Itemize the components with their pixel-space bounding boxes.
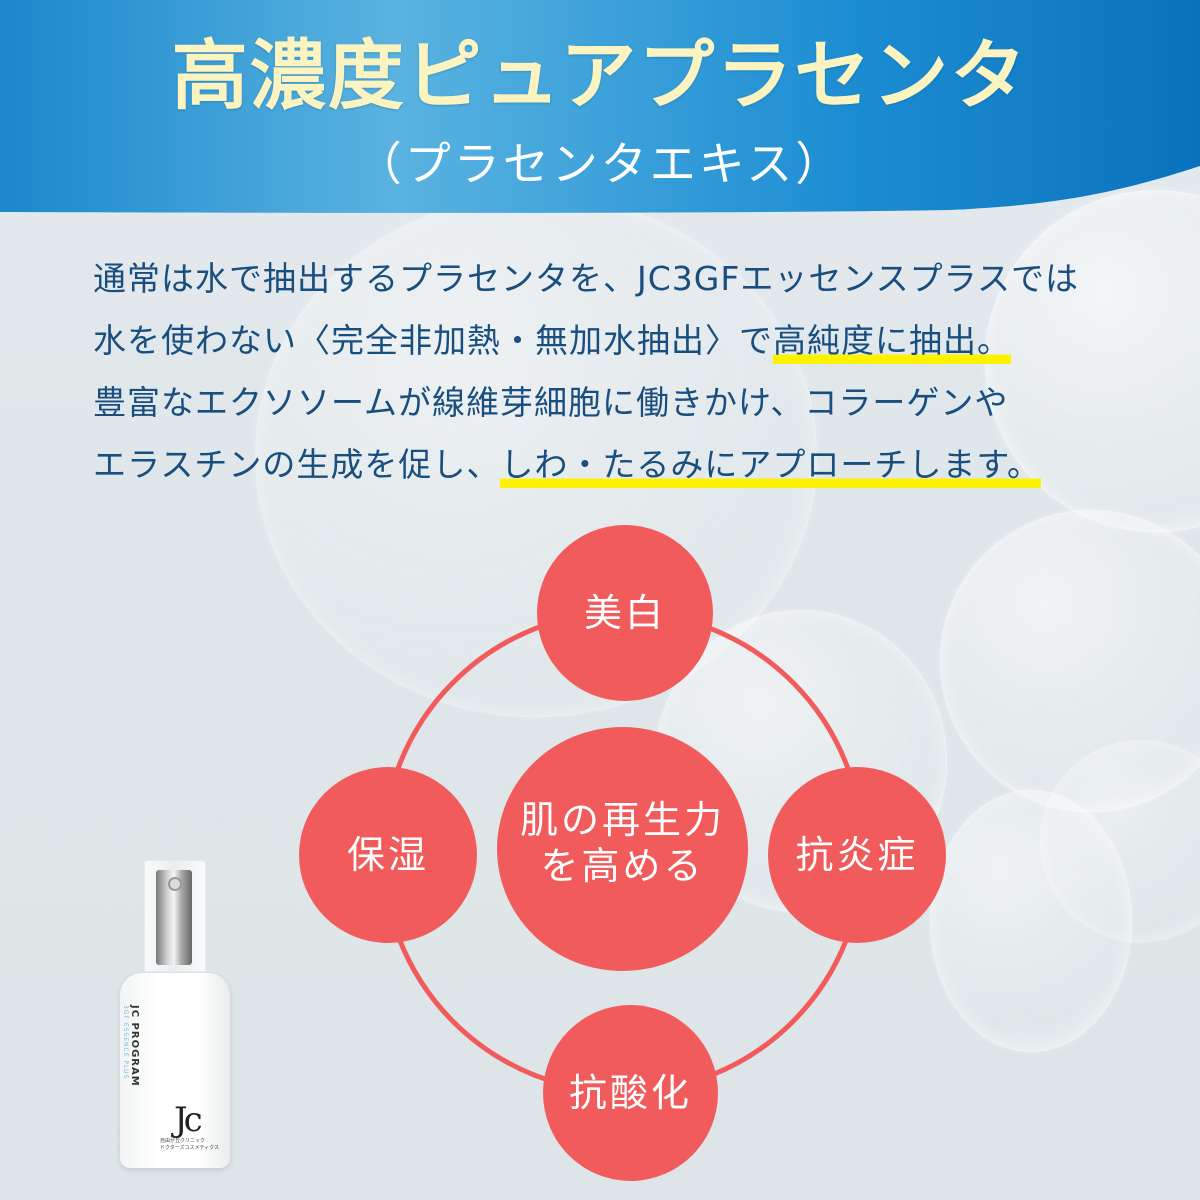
benefit-node-antioxidant: 抗酸化 bbox=[543, 1005, 718, 1181]
product-bottle-image: JC PROGRAM 3GF ESSENCE PLUS Jc 自由が丘クリニック… bbox=[112, 855, 292, 1195]
jc-logo: Jc bbox=[174, 1100, 203, 1140]
description-paragraph: 通常は水で抽出するプラセンタを、JC3GFエッセンスプラスでは 水を使わない〈完… bbox=[93, 248, 1173, 496]
page-subtitle: （プラセンタエキス） bbox=[355, 137, 845, 191]
description-text: 水を使わない〈完全非加熱・無加水抽出〉で bbox=[93, 321, 773, 360]
benefit-node-center: 肌の再生力 を高める bbox=[497, 727, 748, 971]
bottle-label: JC PROGRAM 3GF ESSENCE PLUS bbox=[122, 1005, 140, 1087]
description-text: 通常は水で抽出するプラセンタを、JC3GFエッセンスプラスでは bbox=[93, 259, 1080, 298]
description-text: 豊富なエクソソームが線維芽細胞に働きかけ、コラーゲンや bbox=[93, 383, 1009, 422]
brand-name: JC PROGRAM bbox=[129, 1005, 140, 1087]
header-band bbox=[0, 0, 1200, 213]
page-title: 高濃度ピュアプラセンタ bbox=[171, 31, 1029, 120]
benefit-label: 美白 bbox=[583, 591, 666, 635]
highlighted-text: 高純度に抽出。 bbox=[773, 321, 1011, 364]
description-line: エラスチンの生成を促し、しわ・たるみにアプローチします。 bbox=[93, 434, 1173, 496]
center-label-line2: を高める bbox=[540, 844, 705, 888]
clinic-line1: 自由が丘クリニック bbox=[160, 1138, 206, 1144]
benefit-node-moisturizing: 保湿 bbox=[299, 767, 477, 943]
highlighted-text: しわ・たるみにアプローチします。 bbox=[500, 445, 1042, 488]
description-line: 水を使わない〈完全非加熱・無加水抽出〉で高純度に抽出。 bbox=[93, 310, 1173, 372]
product-name: 3GF ESSENCE PLUS bbox=[122, 1005, 129, 1080]
benefit-node-anti-inflammatory: 抗炎症 bbox=[768, 767, 946, 943]
description-line: 豊富なエクソソームが線維芽細胞に働きかけ、コラーゲンや bbox=[93, 372, 1173, 434]
center-label-line1: 肌の再生力 bbox=[519, 798, 725, 842]
benefit-label: 保湿 bbox=[346, 833, 429, 877]
benefit-label: 抗酸化 bbox=[568, 1071, 692, 1115]
clinic-line2: ドクターズコスメティクス bbox=[160, 1145, 220, 1151]
clinic-name: 自由が丘クリニック ドクターズコスメティクス bbox=[160, 1138, 219, 1152]
description-line: 通常は水で抽出するプラセンタを、JC3GFエッセンスプラスでは bbox=[93, 248, 1173, 310]
description-text: エラスチンの生成を促し、 bbox=[93, 445, 501, 484]
benefit-label: 抗炎症 bbox=[795, 833, 919, 877]
benefit-node-whitening: 美白 bbox=[537, 525, 713, 701]
bottle-body bbox=[120, 973, 230, 1168]
spray-nozzle-icon bbox=[168, 877, 182, 891]
